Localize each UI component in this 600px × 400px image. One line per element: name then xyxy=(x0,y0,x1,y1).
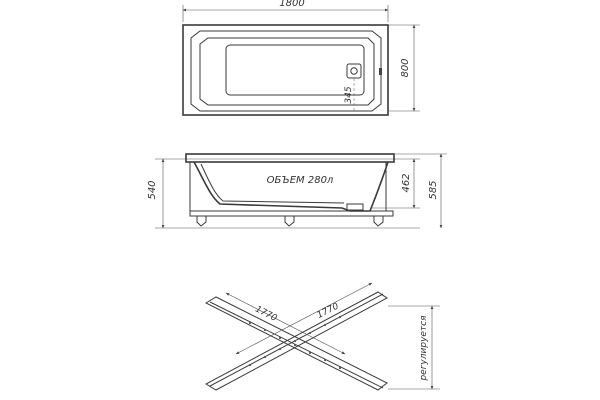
tub-inner-profile xyxy=(200,163,345,204)
overflow-icon xyxy=(379,68,382,75)
depth-dim-label: 800 xyxy=(400,58,411,77)
total-height-label: 585 xyxy=(428,180,439,199)
drain-icon xyxy=(346,63,362,79)
frame-bar-1 xyxy=(204,296,388,391)
inner-depth-label: 462 xyxy=(401,173,412,192)
adjust-label: регулируется xyxy=(419,315,429,382)
width-dim-label: 1800 xyxy=(279,0,304,9)
diag1-label: 1770 xyxy=(253,305,278,324)
tub-rim-side xyxy=(185,153,395,163)
tub-body-profile xyxy=(193,161,389,212)
adjustable-feet xyxy=(196,216,384,227)
tub-inner-wall xyxy=(199,37,375,106)
frame-bar-2 xyxy=(204,291,388,391)
drain-offset-label: 345 xyxy=(344,86,354,103)
side-view: ОБЪЕМ 280л 540 462 585 xyxy=(147,153,447,229)
drain-fitting xyxy=(346,203,364,211)
support-frame xyxy=(189,210,394,217)
height-left-label: 540 xyxy=(147,180,158,199)
top-view: 1800 800 345 xyxy=(182,0,420,116)
diag2-dim-line xyxy=(235,282,373,355)
tub-basin-outline xyxy=(190,30,382,112)
volume-label: ОБЪЕМ 280л xyxy=(267,175,334,186)
frame-view: 1770 1770 регулируется xyxy=(204,282,440,391)
tub-outer-rim xyxy=(182,24,389,116)
tub-bottom-flat xyxy=(225,44,365,96)
